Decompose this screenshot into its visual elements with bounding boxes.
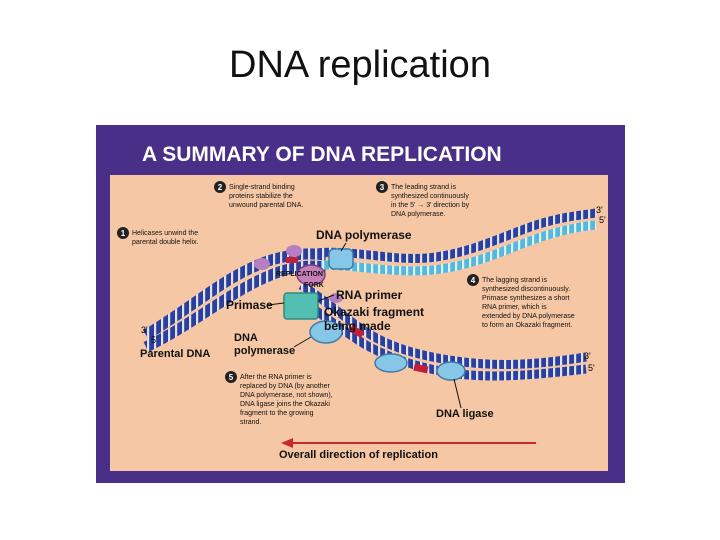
label-rna-primer: RNA primer — [336, 288, 403, 302]
dna-ligase-shape — [436, 361, 466, 381]
step-1-line-2: parental double helix. — [132, 239, 199, 246]
step-1-number: 1 — [121, 229, 126, 238]
label-replication-fork-1: REPLICATION — [276, 271, 323, 278]
step-3-line-3: in the 5' → 3' direction by — [391, 202, 470, 209]
end-5-low: 5' — [588, 363, 595, 373]
end-3-top: 3' — [596, 205, 603, 215]
primase-shape — [283, 292, 319, 320]
end-5-top: 5' — [599, 215, 606, 225]
step-4: 4 The lagging strand is synthesized disc… — [467, 274, 575, 329]
step-5-line-1: After the RNA primer is — [240, 374, 312, 381]
label-dna-polymerase-low-2: polymerase — [234, 345, 295, 357]
step-2-line-1: Single-strand binding — [229, 184, 295, 191]
step-1: 1 Helicases unwind the parental double h… — [117, 227, 199, 246]
label-dna-polymerase-low-1: DNA — [234, 332, 258, 344]
step-3: 3 The leading strand is synthesized cont… — [376, 181, 470, 218]
step-4-line-2: synthesized discontinuously. — [482, 286, 570, 293]
leader-primase — [267, 302, 285, 306]
primer-fork-mark — [286, 257, 298, 263]
overall-direction-arrow — [281, 438, 536, 448]
leader-dna-polymerase-low — [293, 336, 312, 348]
label-okazaki-1: Okazaki fragment — [324, 305, 424, 319]
step-4-number: 4 — [471, 276, 476, 285]
label-parental-dna: Parental DNA — [140, 348, 210, 360]
end-3-low: 3' — [584, 351, 591, 361]
label-dna-polymerase-top: DNA polymerase — [316, 228, 412, 242]
ssb-protein-2 — [254, 258, 270, 270]
leader-dna-ligase — [453, 378, 462, 409]
leading-strand — [320, 220, 597, 276]
dna-polymerase-shape-2 — [374, 353, 408, 373]
step-3-line-2: synthesized continuously — [391, 193, 469, 200]
end-3-left: 3' — [141, 325, 148, 335]
ssb-protein-1 — [286, 245, 302, 257]
step-3-line-1: The leading strand is — [391, 184, 456, 191]
dna-polymerase-low-shape — [309, 320, 343, 344]
slide-title: DNA replication — [229, 44, 491, 86]
label-replication-fork-2: FORK — [304, 282, 324, 289]
step-5-number: 5 — [229, 373, 234, 382]
dna-replication-figure: A SUMMARY OF DNA REPLICATION 3' 5' 3' 5'… — [96, 125, 625, 483]
label-overall-direction: Overall direction of replication — [279, 449, 438, 461]
step-2-number: 2 — [218, 183, 223, 192]
step-4-line-4: RNA primer, which is — [482, 304, 547, 311]
step-5-line-5: fragment to the growing — [240, 410, 314, 417]
dna-polymerase-top-shape — [328, 248, 354, 270]
rna-primer-mark-2 — [413, 363, 429, 374]
step-4-line-6: to form an Okazaki fragment. — [482, 322, 572, 329]
helicase-shape — [296, 264, 326, 286]
step-4-line-5: extended by DNA polymerase — [482, 313, 575, 320]
leader-rna-primer — [317, 294, 335, 302]
rna-primer-mark — [348, 324, 365, 339]
lagging-template-strand — [298, 281, 587, 369]
step-5-line-2: replaced by DNA (by another — [240, 383, 331, 390]
step-4-line-3: Primase synthesizes a short — [482, 295, 570, 302]
leader-dna-polymerase-top — [340, 242, 347, 252]
step-3-number: 3 — [380, 183, 385, 192]
step-2-line-3: unwound parental DNA. — [229, 202, 303, 209]
step-5: 5 After the RNA primer is replaced by DN… — [225, 371, 333, 426]
end-5-left: 5' — [151, 335, 158, 345]
step-5-line-3: DNA polymerase, not shown), — [240, 392, 333, 399]
label-primase: Primase — [226, 298, 273, 312]
step-5-line-6: strand. — [240, 419, 261, 426]
label-dna-ligase: DNA ligase — [436, 408, 494, 420]
step-2: 2 Single-strand binding proteins stabili… — [214, 181, 303, 209]
label-okazaki-2: being made — [324, 319, 391, 333]
step-2-line-2: proteins stabilize the — [229, 193, 293, 200]
step-5-line-4: DNA ligase joins the Okazaki — [240, 401, 330, 408]
figure-heading: A SUMMARY OF DNA REPLICATION — [142, 143, 502, 166]
step-4-line-1: The lagging strand is — [482, 277, 547, 284]
step-1-line-1: Helicases unwind the — [132, 230, 198, 237]
leading-template-strand — [315, 208, 597, 264]
step-3-line-4: DNA polymerase. — [391, 211, 446, 218]
